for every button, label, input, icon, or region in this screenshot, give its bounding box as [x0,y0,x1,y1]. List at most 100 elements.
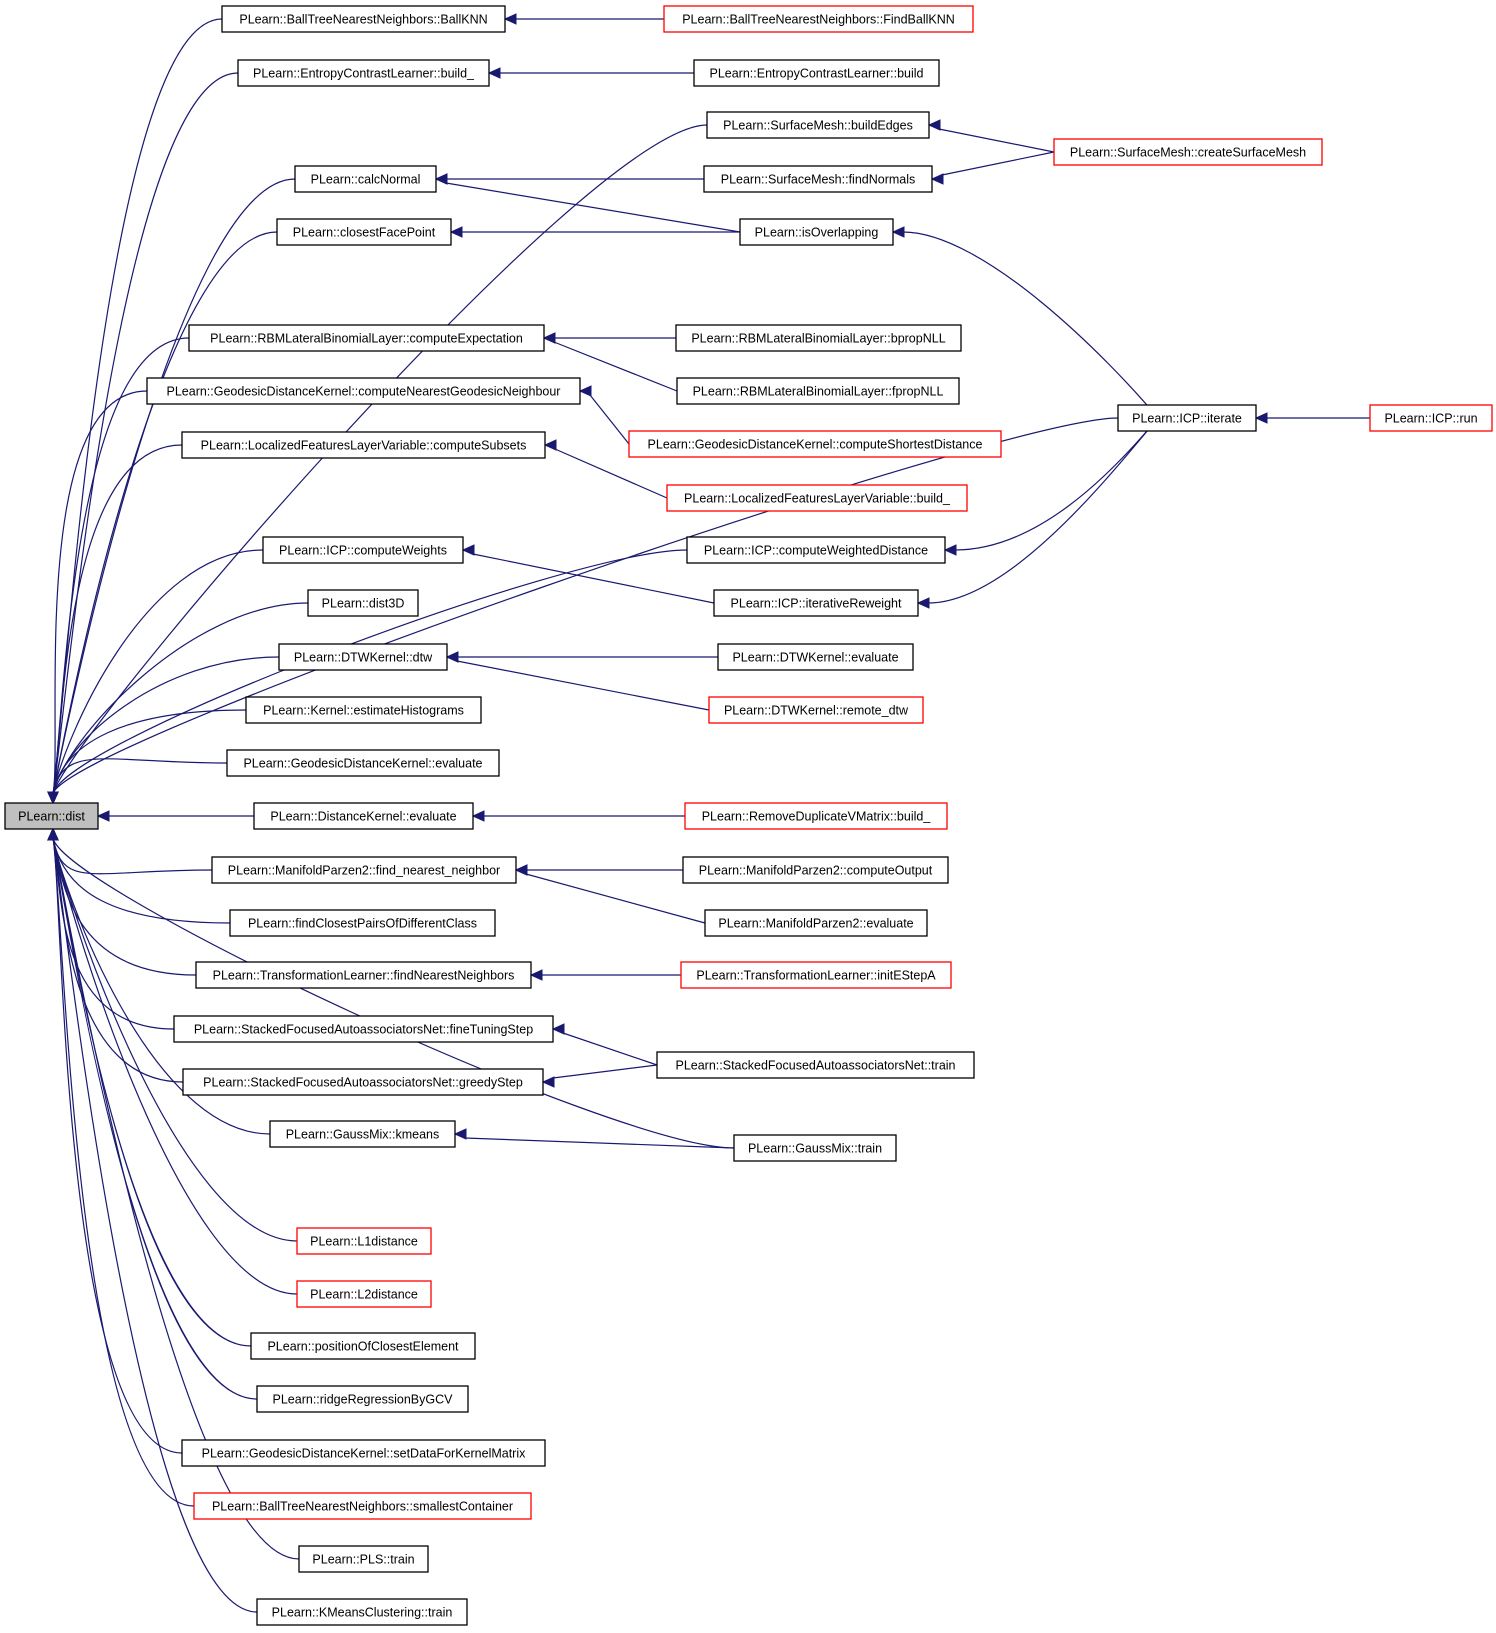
arrowhead [487,67,501,79]
node-mp2-evaluate[interactable]: PLearn::ManifoldParzen2::evaluate [704,909,928,937]
arrowhead [927,119,941,131]
node-gm-kmeans[interactable]: PLearn::GaussMix::kmeans [269,1120,456,1148]
node-label: PLearn::L2distance [310,1288,418,1302]
node-findballknn[interactable]: PLearn::BallTreeNearestNeighbors::FindBa… [663,5,974,33]
node-positionofclosest[interactable]: PLearn::positionOfClosestElement [250,1332,476,1360]
node-box [676,377,960,405]
node-computeexpectation[interactable]: PLearn::RBMLateralBinomialLayer::compute… [188,324,545,352]
node-pls-train[interactable]: PLearn::PLS::train [298,1545,429,1573]
node-box [682,856,949,884]
call-edge [52,837,183,1454]
node-mp2-computeoutput[interactable]: PLearn::ManifoldParzen2::computeOutput [682,856,949,884]
node-estimatehistograms[interactable]: PLearn::Kernel::estimateHistograms [245,696,482,724]
node-calcnormal[interactable]: PLearn::calcNormal [294,165,437,193]
arrowhead [434,173,448,185]
node-box [181,431,546,459]
node-label: PLearn::BallTreeNearestNeighbors::FindBa… [682,13,955,27]
node-sfan-train[interactable]: PLearn::StackedFocusedAutoassociatorsNet… [656,1051,975,1079]
node-bpropnll[interactable]: PLearn::RBMLateralBinomialLayer::bpropNL… [675,324,962,352]
node-gdk-evaluate[interactable]: PLearn::GeodesicDistanceKernel::evaluate [226,749,500,777]
call-edge [52,758,228,795]
call-edge [553,341,678,392]
node-box [245,696,482,724]
node-sfan-greedy[interactable]: PLearn::StackedFocusedAutoassociatorsNet… [182,1068,544,1096]
node-box [733,1134,897,1162]
call-edge [52,709,247,795]
call-edge [456,660,710,711]
node-dk-evaluate[interactable]: PLearn::DistanceKernel::evaluate [253,802,474,830]
call-edge [52,837,213,875]
node-box [250,1332,476,1360]
node-box [1369,404,1493,432]
node-dist[interactable]: PLearn::dist [4,802,99,830]
node-smallestcontainer[interactable]: PLearn::BallTreeNearestNeighbors::smalle… [193,1492,532,1520]
node-label: PLearn::TransformationLearner::findNeare… [213,969,515,983]
call-edge [464,1137,735,1149]
node-label: PLearn::ManifoldParzen2::find_nearest_ne… [228,864,500,878]
node-findclosestpairs[interactable]: PLearn::findClosestPairsOfDifferentClass [229,909,496,937]
arrowhead [943,544,957,556]
node-computeshortest[interactable]: PLearn::GeodesicDistanceKernel::computeS… [628,430,1002,458]
node-label: PLearn::ICP::iterativeReweight [731,597,902,611]
node-lflv-build-[interactable]: PLearn::LocalizedFeaturesLayerVariable::… [666,484,968,512]
node-label: PLearn::StackedFocusedAutoassociatorsNet… [675,1059,955,1073]
call-edge [52,417,1119,795]
arrowhead [529,969,543,981]
node-l2distance[interactable]: PLearn::L2distance [296,1280,432,1308]
node-findnormals[interactable]: PLearn::SurfaceMesh::findNormals [703,165,933,193]
node-box [739,218,894,246]
node-box [708,696,924,724]
node-remote-dtw[interactable]: PLearn::DTWKernel::remote_dtw [708,696,924,724]
node-label: PLearn::ManifoldParzen2::computeOutput [699,864,933,878]
node-box [704,909,928,937]
node-closestfacepoint[interactable]: PLearn::closestFacePoint [276,218,452,246]
node-label: PLearn::GaussMix::kmeans [286,1128,440,1142]
node-box [256,1385,469,1413]
node-tl-initestepa[interactable]: PLearn::TransformationLearner::initEStep… [680,961,952,989]
node-rdvm-build-[interactable]: PLearn::RemoveDuplicateVMatrix::build_ [684,802,948,830]
node-dtw-evaluate[interactable]: PLearn::DTWKernel::evaluate [717,643,914,671]
node-ecl-build-[interactable]: PLearn::EntropyContrastLearner::build_ [237,59,490,87]
node-buildedges[interactable]: PLearn::SurfaceMesh::buildEdges [706,111,930,139]
node-kmc-train[interactable]: PLearn::KMeansClustering::train [256,1598,468,1626]
node-computenearestgeo[interactable]: PLearn::GeodesicDistanceKernel::computeN… [146,377,581,405]
node-box [1117,404,1257,432]
node-createsurfacemesh[interactable]: PLearn::SurfaceMesh::createSurfaceMesh [1053,138,1323,166]
node-gm-train[interactable]: PLearn::GaussMix::train [733,1134,897,1162]
node-findnearestneighbor[interactable]: PLearn::ManifoldParzen2::find_nearest_ne… [211,856,517,884]
node-isoverlapping[interactable]: PLearn::isOverlapping [739,218,894,246]
node-ballknn[interactable]: PLearn::BallTreeNearestNeighbors::BallKN… [221,5,506,33]
call-edge [52,837,195,1507]
node-setdataforkernel[interactable]: PLearn::GeodesicDistanceKernel::setDataF… [181,1439,546,1467]
node-label: PLearn::dist3D [322,597,405,611]
node-sfan-finetuning[interactable]: PLearn::StackedFocusedAutoassociatorsNet… [173,1015,554,1043]
node-label: PLearn::EntropyContrastLearner::build [709,67,923,81]
call-edge [52,837,298,1295]
call-edge [589,394,630,445]
arrowhead [47,827,59,841]
node-computesubsets[interactable]: PLearn::LocalizedFeaturesLayerVariable::… [181,431,546,459]
node-l1distance[interactable]: PLearn::L1distance [296,1227,432,1255]
node-box [675,324,962,352]
call-edge [52,231,278,795]
node-ridgeregression[interactable]: PLearn::ridgeRegressionByGCV [256,1385,469,1413]
node-ecl-build[interactable]: PLearn::EntropyContrastLearner::build [693,59,940,87]
node-label: PLearn::RemoveDuplicateVMatrix::build_ [702,810,932,824]
node-icp-run[interactable]: PLearn::ICP::run [1369,404,1493,432]
node-icp-iterate[interactable]: PLearn::ICP::iterate [1117,404,1257,432]
node-label: PLearn::EntropyContrastLearner::build_ [253,67,475,81]
node-box [666,484,968,512]
node-label: PLearn::closestFacePoint [293,226,436,240]
node-box [693,59,940,87]
node-computeweighteddistance[interactable]: PLearn::ICP::computeWeightedDistance [686,536,946,564]
arrowhead [916,597,930,609]
node-label: PLearn::dist [18,810,85,824]
node-dist3d[interactable]: PLearn::dist3D [307,589,419,617]
node-tl-findnearest[interactable]: PLearn::TransformationLearner::findNeare… [195,961,532,989]
node-dtw[interactable]: PLearn::DTWKernel::dtw [278,643,448,671]
node-iterativereweight[interactable]: PLearn::ICP::iterativeReweight [713,589,919,617]
call-edge [52,837,231,924]
node-fpropnll[interactable]: PLearn::RBMLateralBinomialLayer::fpropNL… [676,377,960,405]
node-computeweights[interactable]: PLearn::ICP::computeWeights [262,536,464,564]
arrowhead [543,439,557,451]
